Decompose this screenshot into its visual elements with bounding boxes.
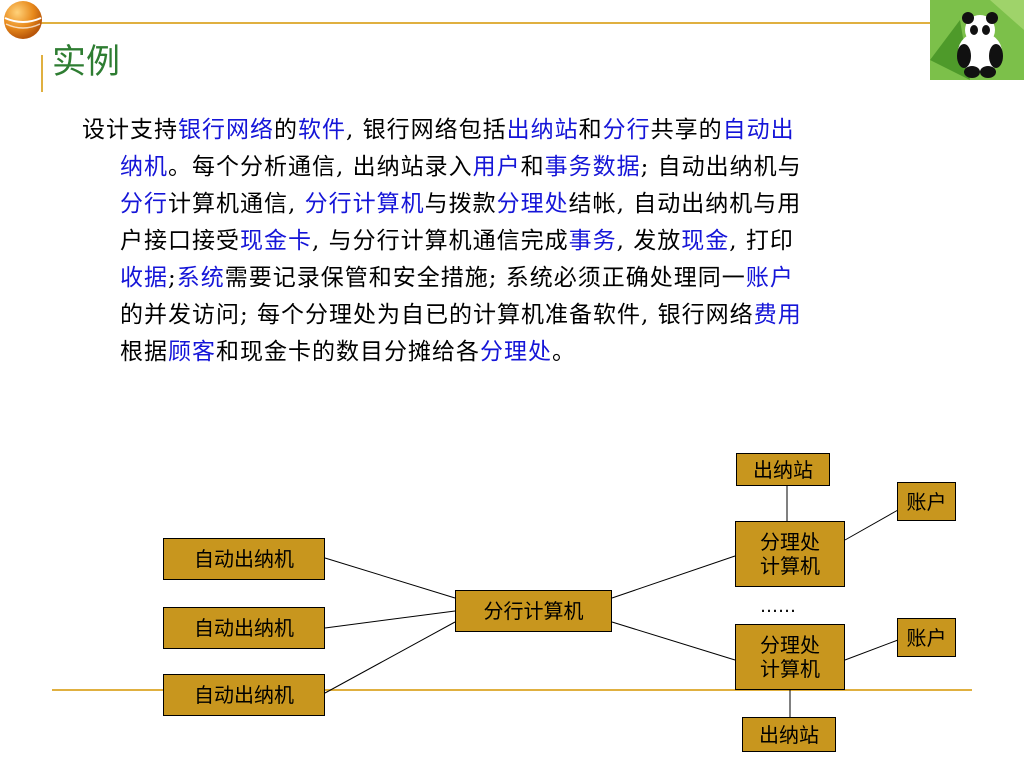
- account-box-bottom: 账户: [897, 618, 956, 657]
- highlighted-term: 分理处: [496, 191, 569, 217]
- highlighted-term: 银行网络: [178, 117, 274, 143]
- highlighted-term: 事务: [568, 228, 617, 254]
- orange-ball-icon: [4, 1, 42, 39]
- paragraph-text: 和: [520, 154, 545, 180]
- paragraph-text: ; 自动出纳机与: [640, 154, 802, 180]
- paragraph-line: 纳机。每个分析通信, 出纳站录入用户和事务数据; 自动出纳机与: [82, 149, 972, 186]
- paragraph-text: 和: [578, 117, 603, 143]
- paragraph-text: 与拨款: [424, 191, 497, 217]
- paragraph-text: 的并发访问; 每个分理处为自已的计算机准备软件, 银行网络: [120, 302, 754, 328]
- paragraph-text: 根据: [120, 339, 168, 365]
- paragraph-text: ;: [168, 265, 177, 291]
- atm-box-2: 自动出纳机: [163, 607, 325, 649]
- highlighted-term: 分行: [602, 117, 651, 143]
- highlighted-term: 现金卡: [240, 228, 312, 254]
- highlighted-term: 费用: [753, 302, 802, 328]
- paragraph-line: 分行计算机通信, 分行计算机与拨款分理处结帐, 自动出纳机与用: [82, 186, 972, 223]
- highlighted-term: 分行: [120, 191, 168, 217]
- sub-office-computer-box-2: 分理处 计算机: [735, 624, 845, 690]
- paragraph-text: 和现金卡的数目分摊给各: [216, 339, 480, 365]
- highlighted-term: 出纳站: [506, 117, 579, 143]
- account-box-top: 账户: [897, 482, 956, 521]
- highlighted-term: 账户: [745, 265, 794, 291]
- highlighted-term: 纳机: [120, 154, 168, 180]
- highlighted-term: 软件: [298, 117, 346, 143]
- highlighted-term: 系统: [176, 265, 225, 291]
- highlighted-term: 分理处: [480, 339, 552, 365]
- paragraph-text: 需要记录保管和安全措施; 系统必须正确处理同一: [224, 265, 746, 291]
- paragraph-text: 设计支持: [82, 117, 178, 143]
- paragraph-line: 户接口接受现金卡, 与分行计算机通信完成事务, 发放现金, 打印: [82, 223, 972, 260]
- highlighted-term: 收据: [120, 265, 168, 291]
- sub-office-computer-box-1: 分理处 计算机: [735, 521, 845, 587]
- paragraph-text: 结帐, 自动出纳机与用: [568, 191, 802, 217]
- atm-box-1: 自动出纳机: [163, 538, 325, 580]
- paragraph-text: 。每个分析通信, 出纳站录入: [168, 154, 473, 180]
- paragraph-text: 户接口接受: [120, 228, 240, 254]
- branch-computer-box: 分行计算机: [455, 590, 612, 632]
- teller-station-box-bottom: 出纳站: [742, 717, 836, 752]
- header-decoration: [40, 22, 930, 92]
- teller-station-box-top: 出纳站: [736, 453, 830, 486]
- page-title: 实例: [52, 42, 120, 82]
- highlighted-term: 分行计算机: [304, 191, 425, 217]
- paragraph-text: 。: [552, 339, 576, 365]
- paragraph-line: 的并发访问; 每个分理处为自已的计算机准备软件, 银行网络费用: [82, 297, 972, 334]
- paragraph-line: 收据;系统需要记录保管和安全措施; 系统必须正确处理同一账户: [82, 260, 972, 297]
- paragraph-text: 的: [274, 117, 298, 143]
- ellipsis-text: ……: [760, 596, 796, 617]
- panda-logo-icon: [930, 0, 1024, 80]
- atm-box-3: 自动出纳机: [163, 674, 325, 716]
- paragraph-line: 根据顾客和现金卡的数目分摊给各分理处。: [82, 334, 972, 371]
- highlighted-term: 顾客: [168, 339, 216, 365]
- paragraph-text: , 与分行计算机通信完成: [312, 228, 569, 254]
- paragraph-text: , 打印: [729, 228, 794, 254]
- paragraph-text: , 发放: [616, 228, 682, 254]
- highlighted-term: 用户: [472, 154, 521, 180]
- highlighted-term: 现金: [681, 228, 730, 254]
- paragraph-line: 设计支持银行网络的软件, 银行网络包括出纳站和分行共享的自动出: [82, 112, 972, 149]
- highlighted-term: 事务数据: [544, 154, 641, 180]
- paragraph-text: 计算机通信,: [168, 191, 305, 217]
- highlighted-term: 自动出: [722, 117, 795, 143]
- paragraph-text: 共享的: [650, 117, 723, 143]
- description-paragraph: 设计支持银行网络的软件, 银行网络包括出纳站和分行共享的自动出纳机。每个分析通信…: [82, 112, 972, 371]
- paragraph-text: , 银行网络包括: [346, 117, 507, 143]
